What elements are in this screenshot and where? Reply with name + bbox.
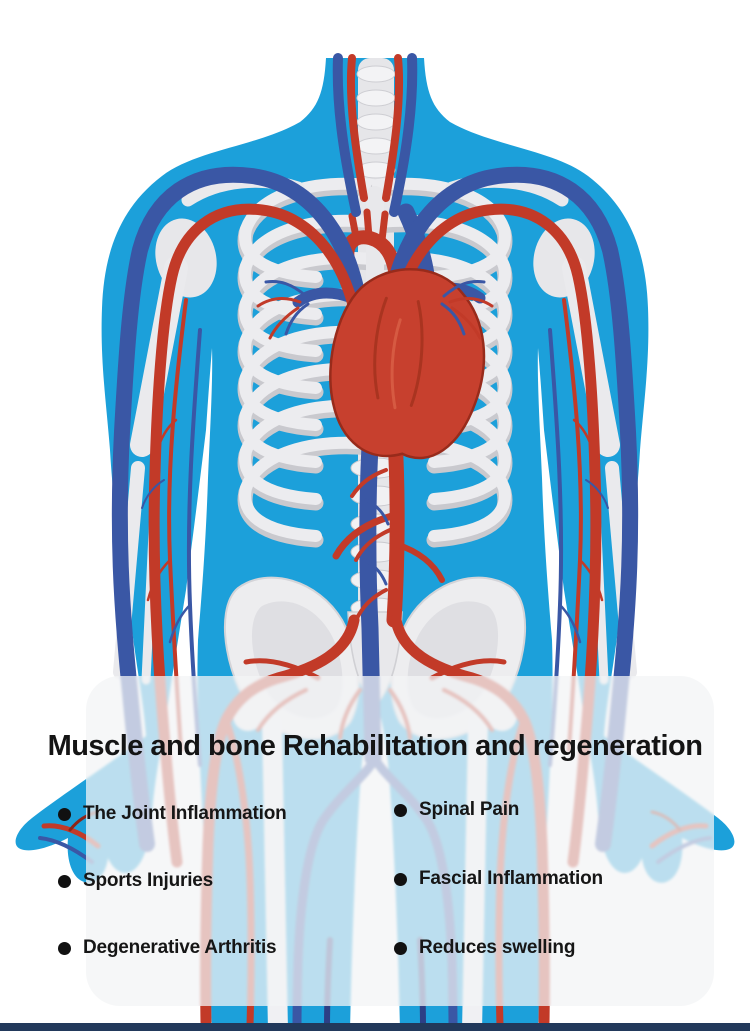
list-item-spinal-pain: Spinal Pain [394, 798, 519, 822]
list-item-reduces-swelling: Reduces swelling [394, 936, 575, 960]
list-item-fascial-inflammation: Fascial Inflammation [394, 867, 603, 891]
list-item-joint-inflammation: The Joint Inflammation [58, 802, 287, 826]
list-item-label: Degenerative Arthritis [83, 937, 277, 958]
list-item-sports-injuries: Sports Injuries [58, 869, 213, 893]
footer-bar [0, 1023, 750, 1031]
bullet-icon [394, 872, 407, 886]
bullet-icon [394, 941, 407, 955]
list-item-label: Sports Injuries [83, 870, 214, 891]
list-item-label: Fascial Inflammation [419, 868, 603, 889]
bullet-icon [58, 807, 71, 821]
list-item-label: The Joint Inflammation [83, 803, 287, 824]
bullet-icon [58, 874, 71, 888]
list-item-label: Spinal Pain [419, 799, 520, 820]
list-item-label: Reduces swelling [419, 937, 576, 958]
descending-aorta [386, 430, 405, 628]
list-item-degenerative-arthritis: Degenerative Arthritis [58, 936, 277, 960]
panel-title: Muscle and bone Rehabilitation and regen… [47, 730, 703, 762]
bullet-icon [394, 803, 407, 817]
bullet-icon [58, 941, 71, 955]
